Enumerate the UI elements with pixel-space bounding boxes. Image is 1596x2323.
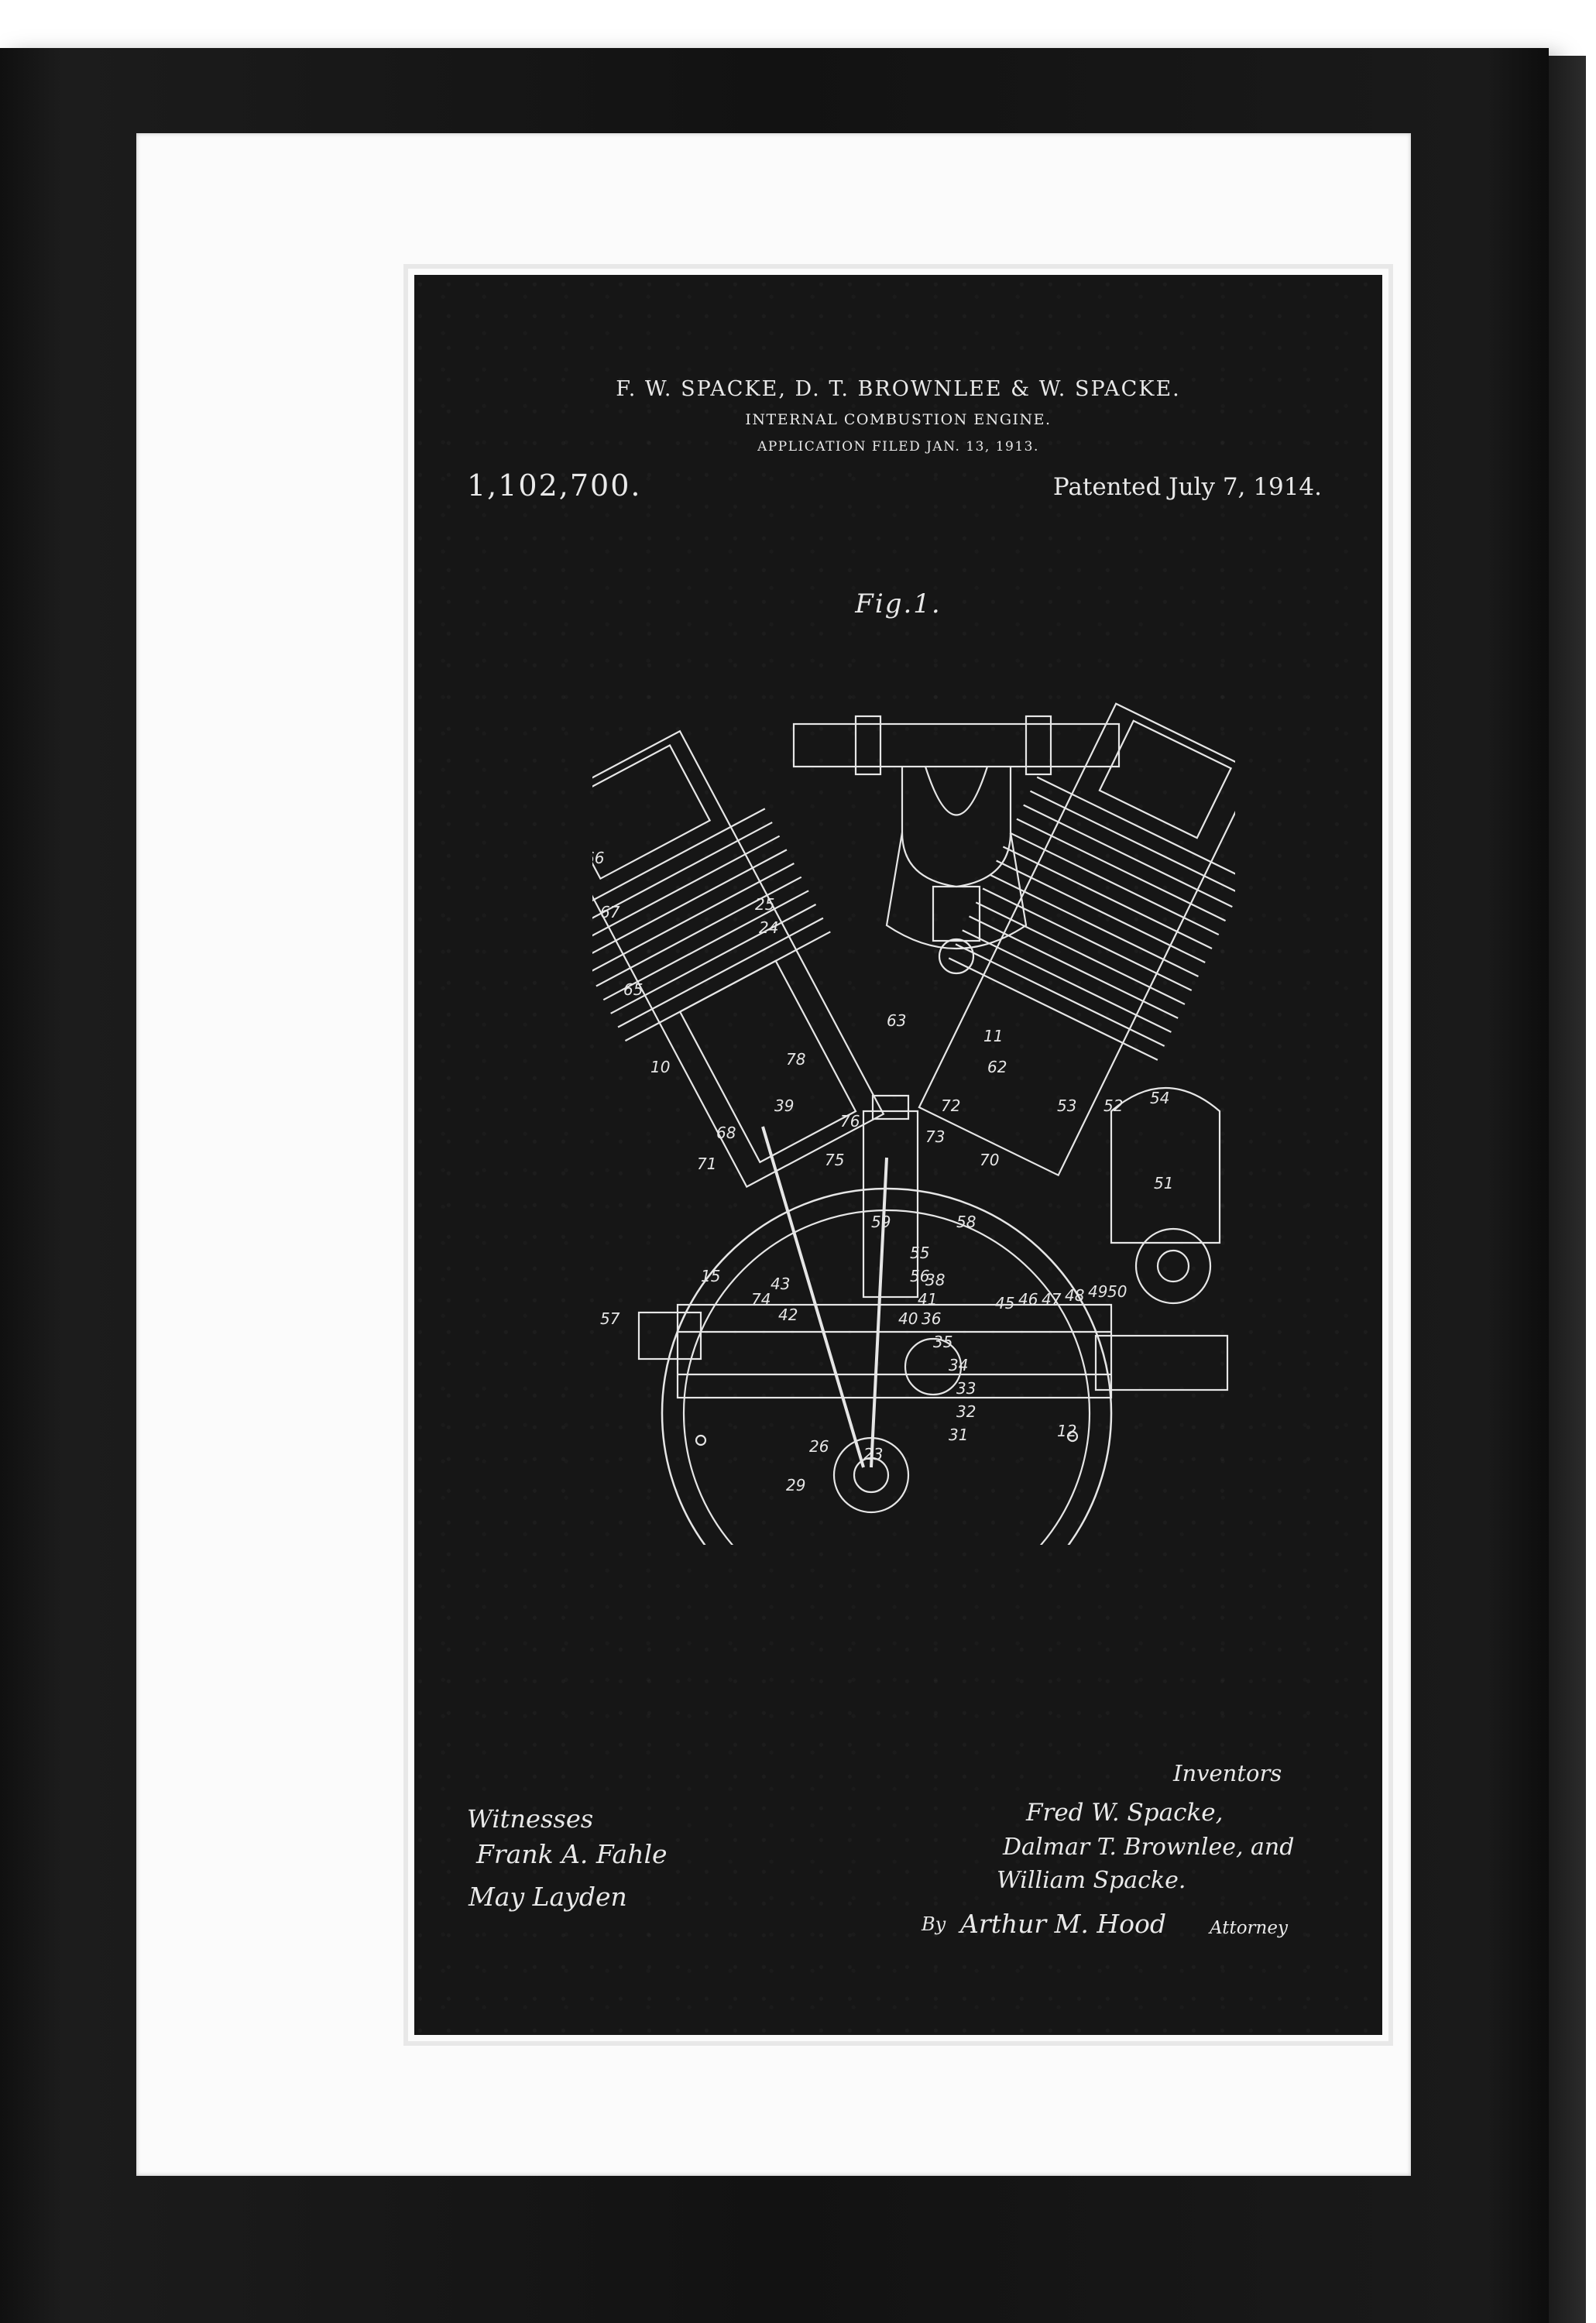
inventor-signature-2: Dalmar T. Brownlee, and xyxy=(1003,1834,1295,1861)
svg-text:76: 76 xyxy=(840,1112,860,1131)
right-cylinder xyxy=(918,702,1235,1177)
svg-text:25: 25 xyxy=(755,895,774,914)
svg-text:10: 10 xyxy=(650,1058,670,1076)
svg-text:75: 75 xyxy=(825,1151,844,1169)
engine-drawing: 66 67 65 10 68 71 44 57 14 13 25 24 78 3… xyxy=(592,702,1235,1545)
connecting-rod-left xyxy=(761,1126,865,1468)
svg-text:68: 68 xyxy=(716,1124,736,1142)
svg-text:38: 38 xyxy=(925,1271,945,1289)
svg-text:41: 41 xyxy=(918,1290,937,1309)
patent-number: 1,102,700. xyxy=(467,468,642,503)
attorney-label: Attorney xyxy=(1210,1918,1288,1938)
intake-manifold xyxy=(792,715,1121,975)
svg-text:49: 49 xyxy=(1088,1282,1107,1301)
svg-text:39: 39 xyxy=(774,1096,794,1115)
flywheel-bolts xyxy=(695,1430,1079,1446)
svg-text:71: 71 xyxy=(697,1155,716,1173)
flywheel-inner xyxy=(682,1209,1091,1545)
patent-print: F. W. SPACKE, D. T. BROWNLEE & W. SPACKE… xyxy=(403,264,1393,2046)
figure-label: Fig.1. xyxy=(855,588,942,619)
shaft-housing xyxy=(637,1311,702,1361)
svg-text:40: 40 xyxy=(898,1309,918,1328)
svg-text:35: 35 xyxy=(933,1333,952,1351)
svg-text:11: 11 xyxy=(983,1027,1003,1045)
svg-text:70: 70 xyxy=(980,1151,999,1169)
svg-text:33: 33 xyxy=(956,1379,976,1398)
svg-text:52: 52 xyxy=(1103,1096,1123,1115)
svg-text:42: 42 xyxy=(778,1306,798,1324)
svg-text:45: 45 xyxy=(995,1294,1014,1312)
reference-numerals: 66 67 65 10 68 71 44 57 14 13 25 24 78 3… xyxy=(592,849,1173,1494)
svg-text:50: 50 xyxy=(1107,1282,1127,1301)
left-cylinder xyxy=(592,729,885,1189)
inventor-signature-3: William Spacke. xyxy=(997,1867,1186,1894)
patent-filed-date: APPLICATION FILED JAN. 13, 1913. xyxy=(757,439,1039,455)
svg-text:56: 56 xyxy=(910,1267,929,1285)
svg-text:73: 73 xyxy=(925,1127,945,1146)
svg-text:51: 51 xyxy=(1154,1174,1173,1192)
svg-text:23: 23 xyxy=(863,1445,883,1463)
attorney-signature: Arthur M. Hood xyxy=(960,1909,1167,1939)
inventors-label: Inventors xyxy=(1173,1760,1282,1786)
svg-text:46: 46 xyxy=(1018,1290,1038,1309)
witness-signature-2: May Layden xyxy=(469,1882,627,1912)
svg-text:47: 47 xyxy=(1042,1290,1062,1309)
patent-inventors-header: F. W. SPACKE, D. T. BROWNLEE & W. SPACKE… xyxy=(616,377,1181,401)
svg-text:26: 26 xyxy=(809,1437,829,1456)
svg-text:24: 24 xyxy=(759,918,778,937)
svg-text:53: 53 xyxy=(1057,1096,1076,1115)
left-cooling-fins xyxy=(592,808,831,1042)
witnesses-label: Witnesses xyxy=(467,1804,594,1834)
svg-text:72: 72 xyxy=(941,1096,960,1115)
connecting-rod-right xyxy=(870,1157,888,1468)
crankcase-body xyxy=(676,1303,1113,1399)
svg-text:48: 48 xyxy=(1065,1286,1084,1305)
svg-text:62: 62 xyxy=(987,1058,1007,1076)
svg-text:67: 67 xyxy=(600,903,620,921)
svg-text:55: 55 xyxy=(910,1244,929,1262)
svg-text:74: 74 xyxy=(751,1290,771,1309)
svg-text:58: 58 xyxy=(956,1213,976,1231)
flywheel-outer xyxy=(661,1187,1113,1545)
right-cooling-fins xyxy=(948,776,1235,1061)
svg-text:78: 78 xyxy=(786,1050,805,1069)
frame-side-edge xyxy=(1549,56,1586,2323)
svg-text:15: 15 xyxy=(701,1267,720,1285)
by-label: By xyxy=(922,1913,946,1935)
svg-text:12: 12 xyxy=(1057,1422,1076,1440)
svg-text:54: 54 xyxy=(1150,1089,1169,1107)
svg-text:36: 36 xyxy=(922,1309,941,1328)
patent-date: Patented July 7, 1914. xyxy=(1052,473,1322,501)
svg-text:34: 34 xyxy=(949,1356,968,1374)
witness-signature-1: Frank A. Fahle xyxy=(476,1839,668,1869)
cam-gear xyxy=(904,1337,963,1396)
svg-text:31: 31 xyxy=(949,1426,968,1444)
svg-text:66: 66 xyxy=(592,849,604,867)
svg-text:57: 57 xyxy=(600,1309,620,1328)
svg-text:59: 59 xyxy=(871,1213,891,1231)
magneto xyxy=(1094,1086,1229,1391)
svg-text:65: 65 xyxy=(623,980,643,999)
inventor-signature-1: Fred W. Spacke, xyxy=(1026,1799,1224,1827)
svg-text:63: 63 xyxy=(887,1011,906,1030)
svg-text:43: 43 xyxy=(771,1275,790,1293)
patent-title: INTERNAL COMBUSTION ENGINE. xyxy=(745,411,1052,428)
svg-text:29: 29 xyxy=(786,1476,805,1494)
svg-text:32: 32 xyxy=(956,1402,976,1421)
valve-assembly xyxy=(862,1110,919,1299)
